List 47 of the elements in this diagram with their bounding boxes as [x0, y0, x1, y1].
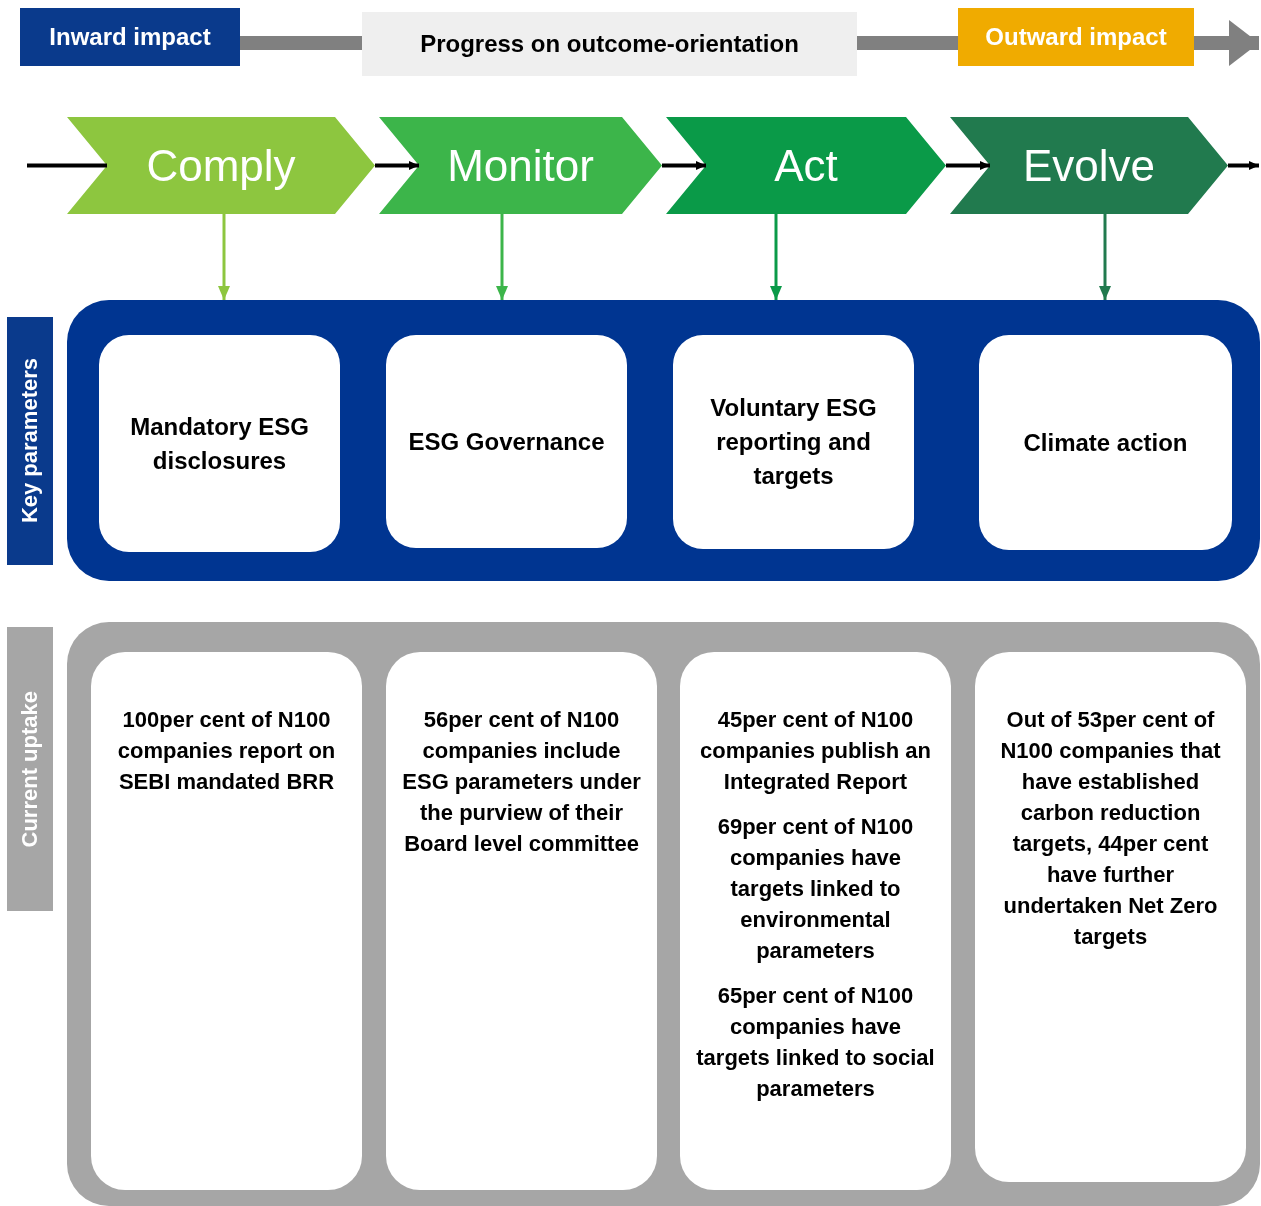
stage-banner — [950, 117, 1228, 214]
parameter-card — [673, 335, 914, 549]
stage-banner — [67, 117, 375, 214]
header-box — [362, 12, 857, 76]
stage-label: Monitor — [447, 140, 594, 191]
card-text: 45per cent of N100 companies publish an Integrated Report — [698, 706, 932, 796]
panel-background — [67, 300, 1260, 581]
arrow — [1228, 161, 1259, 170]
card-text: Climate action — [1023, 427, 1188, 458]
header-label: Inward impact — [49, 23, 211, 51]
uptake-card — [386, 652, 657, 1190]
arrow — [218, 214, 230, 300]
uptake-card — [91, 652, 362, 1190]
progress-arrow — [1194, 20, 1259, 66]
parameter-card — [99, 335, 340, 552]
stage-banner — [666, 117, 946, 214]
arrow — [946, 161, 990, 170]
card-text: 65per cent of N100 companies have targets linked to social parameters — [695, 982, 936, 1103]
card-text: Out of 53per cent of N100 companies that have established carbon reduction targets, 44per cent have further undertaken Net Zero targets — [999, 706, 1222, 951]
arrow — [662, 161, 706, 170]
card-text: 69per cent of N100 companies have targets linked to environmental parameters — [716, 813, 915, 965]
stage-label: Evolve — [1022, 140, 1156, 191]
arrow — [770, 214, 782, 300]
card-text: Voluntary ESG reporting and targets — [709, 393, 878, 491]
header-label: Outward impact — [985, 23, 1167, 51]
arrow — [375, 161, 419, 170]
stage-label: Act — [774, 140, 838, 191]
stage-label: Comply — [146, 140, 296, 191]
stage-banner — [379, 117, 662, 214]
arrow — [496, 214, 508, 300]
side-tab — [7, 627, 53, 911]
parameter-card — [386, 335, 627, 548]
uptake-card — [975, 652, 1246, 1182]
panel-background — [67, 622, 1260, 1206]
parameter-card — [979, 335, 1232, 550]
card-text: ESG Governance — [408, 426, 605, 457]
arrow — [1099, 214, 1111, 300]
side-label: Current uptake — [17, 690, 43, 848]
header-box — [20, 8, 240, 66]
card-text: Mandatory ESG disclosures — [129, 411, 310, 476]
side-label: Key parameters — [17, 358, 43, 524]
card-text: 56per cent of N100 companies include ESG parameters under the purview of their Board level committee — [401, 706, 642, 858]
card-text: 100per cent of N100 companies report on SEBI mandated BRR — [116, 706, 337, 796]
uptake-card — [680, 652, 951, 1190]
header-box — [958, 8, 1194, 66]
header-label: Progress on outcome-orientation — [420, 30, 799, 58]
side-tab — [7, 317, 53, 565]
